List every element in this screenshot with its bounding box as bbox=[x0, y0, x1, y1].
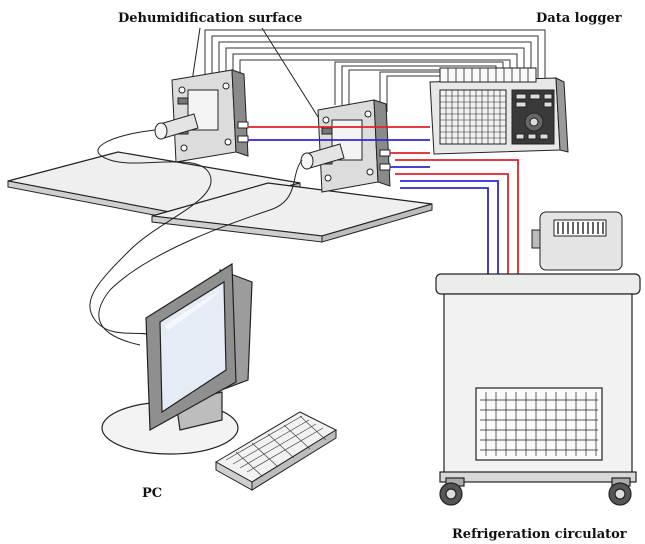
circulator-controller-unit bbox=[531, 211, 623, 271]
data-logger bbox=[429, 67, 569, 155]
refrigeration-circulator bbox=[435, 273, 641, 506]
pc-cables bbox=[89, 129, 303, 346]
pc-monitor bbox=[101, 262, 253, 455]
right-test-cell bbox=[300, 99, 391, 193]
pc-keyboard bbox=[214, 411, 338, 491]
label-dehumidification-surface: Dehumidification surface bbox=[118, 11, 302, 26]
label-refrigeration-circulator: Refrigeration circulator bbox=[452, 527, 627, 542]
label-pc: PC bbox=[142, 486, 162, 501]
coolant-hoses bbox=[248, 126, 519, 280]
left-test-cell bbox=[154, 69, 249, 163]
circulator-wheels bbox=[439, 477, 632, 506]
right-test-plate bbox=[151, 182, 433, 243]
label-data-logger: Data logger bbox=[536, 11, 622, 26]
